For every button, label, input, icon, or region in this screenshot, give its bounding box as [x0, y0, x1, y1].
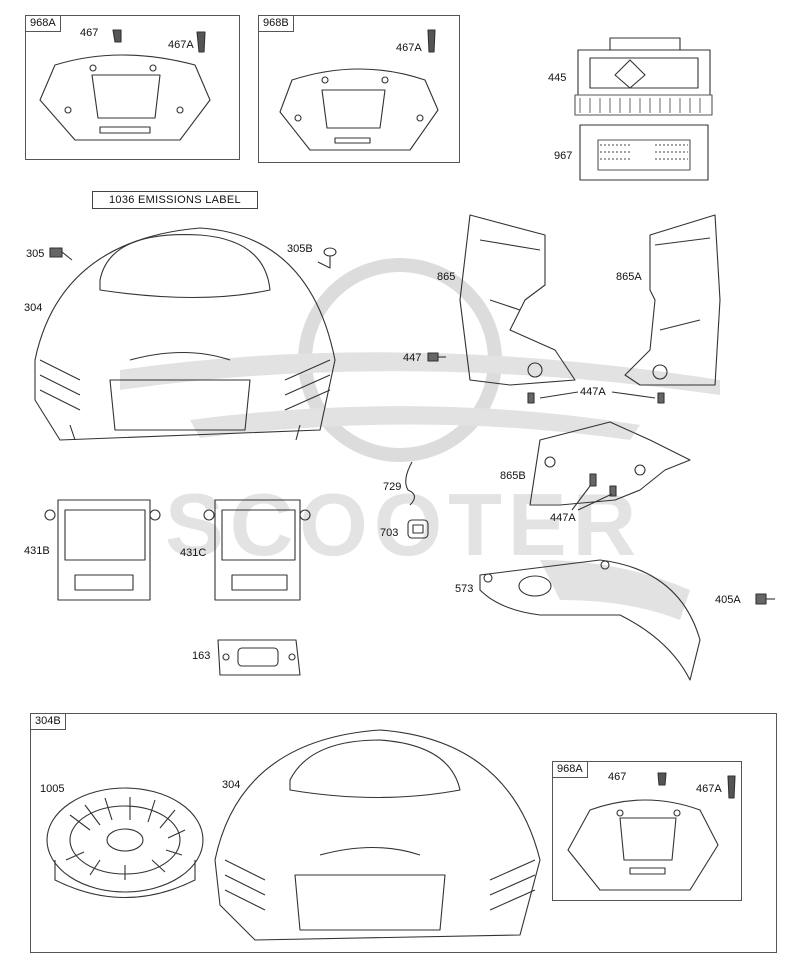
- label-305: 305: [26, 248, 45, 260]
- label-1005: 1005: [40, 783, 65, 795]
- bolt-305-drawing: [49, 247, 73, 261]
- emissions-label: 1036 EMISSIONS LABEL: [92, 191, 258, 209]
- pre-cleaner-967-drawing: [579, 124, 709, 181]
- label-304-bottom: 304: [222, 779, 241, 791]
- label-405a: 405A: [715, 594, 741, 606]
- baffle-573-drawing: [479, 559, 701, 681]
- label-967: 967: [554, 150, 573, 162]
- label-304-top: 304: [24, 302, 43, 314]
- screw-447-drawing: [427, 352, 446, 362]
- shroud-865a-drawing: [624, 214, 721, 386]
- label-447: 447: [403, 352, 422, 364]
- label-467a-968b: 467A: [396, 42, 422, 54]
- bolt-305b-drawing: [317, 247, 337, 269]
- group-box-968a: [25, 15, 240, 160]
- group-tag-968b: 968B: [258, 15, 294, 32]
- cover-968a-inner-drawing: [567, 772, 736, 891]
- group-tag-968a-inner: 968A: [552, 761, 588, 778]
- label-431b: 431B: [24, 545, 50, 557]
- group-tag-968a: 968A: [25, 15, 61, 32]
- label-573: 573: [455, 583, 474, 595]
- group-box-304b: [30, 713, 777, 953]
- gasket-163-drawing: [217, 639, 301, 676]
- spring-729-drawing: [405, 461, 416, 506]
- group-box-968b: [258, 15, 460, 163]
- label-431c: 431C: [180, 547, 207, 559]
- screw-447a-drawing: [527, 391, 665, 404]
- air-filter-445-drawing: [574, 37, 713, 116]
- label-467a-top: 467A: [168, 39, 194, 51]
- label-703: 703: [380, 527, 399, 539]
- cover-968b-drawing: [279, 29, 439, 151]
- label-163: 163: [192, 650, 211, 662]
- blower-housing-304-drawing: [34, 227, 336, 441]
- screw-405a-drawing: [755, 593, 775, 605]
- watermark-text: SCOOTER: [165, 475, 642, 574]
- group-tag-304b: 304B: [30, 713, 66, 730]
- adapter-431b-drawing: [44, 499, 161, 601]
- label-447a-bracket: 447A: [550, 512, 576, 524]
- cover-968a-drawing: [39, 29, 211, 141]
- label-305b: 305B: [287, 243, 313, 255]
- label-865a: 865A: [616, 271, 642, 283]
- clip-703-drawing: [407, 519, 429, 539]
- adapter-431c-drawing: [203, 499, 311, 601]
- label-865: 865: [437, 271, 456, 283]
- label-729: 729: [383, 481, 402, 493]
- label-445: 445: [548, 72, 567, 84]
- blower-housing-304b-drawing: [214, 729, 541, 941]
- shroud-865-drawing: [459, 214, 576, 386]
- label-467-inner: 467: [608, 771, 627, 783]
- label-447a: 447A: [580, 386, 606, 398]
- shroud-865b-drawing: [529, 421, 691, 511]
- flywheel-1005-drawing: [46, 787, 204, 898]
- group-box-968a-inner: [552, 761, 742, 901]
- label-467a-inner: 467A: [696, 783, 722, 795]
- label-467-top: 467: [80, 27, 99, 39]
- label-865b: 865B: [500, 470, 526, 482]
